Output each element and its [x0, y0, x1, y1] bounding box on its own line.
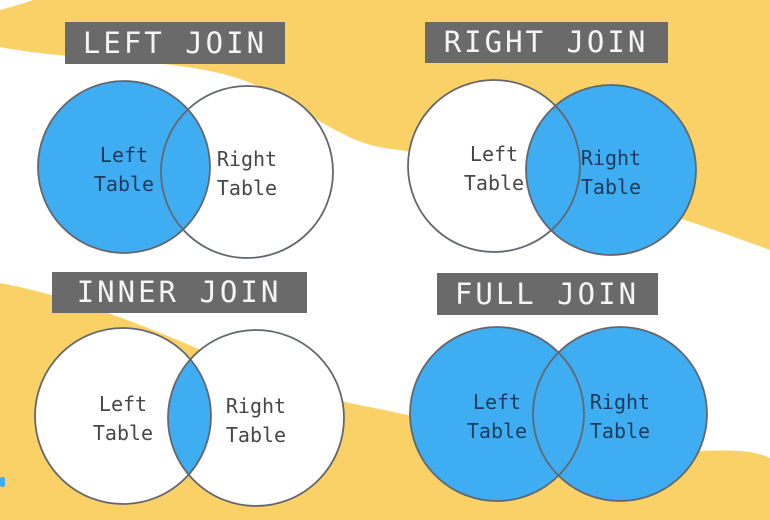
left-join-title-box: [65, 22, 285, 64]
left-table-circle-outline: [34, 327, 212, 505]
left-table-label-line2: Table: [94, 172, 154, 196]
right-table-circle: [161, 86, 333, 258]
left-table-circle-outline: [407, 79, 581, 253]
edge-accent-mark: [0, 477, 5, 487]
left-table-circle: [410, 327, 584, 501]
right-table-label-line1: Right: [590, 390, 650, 414]
right-join-title: RIGHT JOIN: [444, 25, 649, 59]
right-table-circle: [168, 330, 344, 506]
right-table-circle-outline: [167, 329, 345, 507]
left-join-diagram: LEFT JOIN Left Table Right Table: [37, 22, 334, 259]
right-table-circle: [526, 85, 696, 255]
right-table-circle-outline: [525, 84, 697, 256]
left-table-label-line2: Table: [464, 171, 524, 195]
right-table-label-line2: Table: [217, 176, 277, 200]
right-table-label-line1: Right: [217, 147, 277, 171]
right-table-circle-outline: [532, 326, 708, 502]
full-join-diagram: FULL JOIN Left Table Right Table: [409, 273, 708, 502]
full-join-title: FULL JOIN: [455, 277, 639, 311]
full-join-title-box: [437, 273, 658, 315]
left-table-circle-outline: [37, 80, 211, 254]
left-join-title: LEFT JOIN: [83, 26, 267, 60]
left-table-label-line1: Left: [473, 390, 521, 414]
right-table-label-line2: Table: [226, 423, 286, 447]
right-join-title-box: [425, 22, 668, 63]
right-table-label-line2: Table: [581, 175, 641, 199]
left-table-circle: [38, 81, 210, 253]
left-table-label-line1: Left: [470, 142, 518, 166]
left-table-circle-outline: [409, 326, 585, 502]
left-table-label-line2: Table: [93, 421, 153, 445]
left-table-label-line2: Table: [467, 419, 527, 443]
inner-join-title-box: [52, 272, 307, 313]
left-table-label-line1: Left: [100, 143, 148, 167]
right-join-diagram: RIGHT JOIN Left Table Right Table: [407, 22, 697, 256]
inner-join-title: INNER JOIN: [77, 275, 282, 309]
left-table-circle: [35, 328, 211, 504]
right-table-circle-outline: [160, 85, 334, 259]
right-table-circle: [533, 327, 707, 501]
left-table-label-line1: Left: [99, 392, 147, 416]
right-table-label-line1: Right: [226, 394, 286, 418]
inner-join-diagram: INNER JOIN Left Table Right Table: [34, 272, 345, 507]
right-table-label-line1: Right: [581, 146, 641, 170]
right-table-label-line2: Table: [590, 419, 650, 443]
